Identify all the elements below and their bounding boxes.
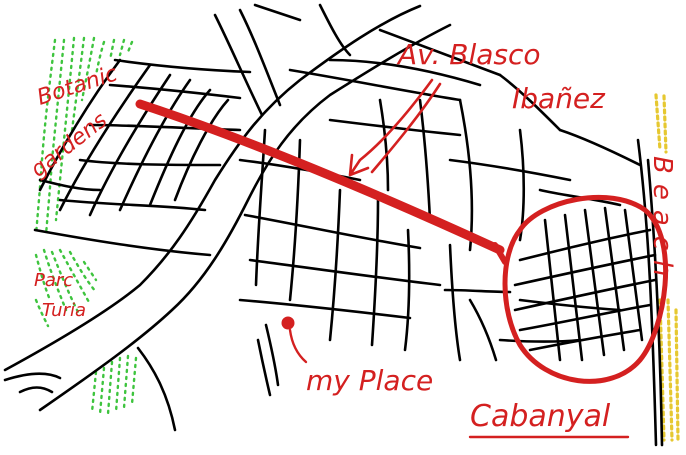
label-botanic-line2: gardens <box>26 108 112 183</box>
annotations <box>135 78 669 439</box>
vegetation-botanic-gardens <box>34 36 134 237</box>
label-beach: Beach <box>647 156 677 287</box>
label-park-line1: Parc <box>34 270 73 291</box>
street-network <box>3 3 664 447</box>
vegetation-river-bank <box>90 354 138 416</box>
avenue-highlight <box>135 99 505 255</box>
label-avenue-line2: Ibañez <box>512 82 606 115</box>
beach-sand <box>654 93 680 442</box>
label-park-line2: Turia <box>42 300 86 321</box>
my-place-marker-icon <box>281 316 295 330</box>
label-avenue-line1: Av. Blasco <box>396 38 541 71</box>
avenue-arrow-icon <box>348 78 434 177</box>
label-my-place: my Place <box>306 364 433 397</box>
label-cabanyal: Cabanyal <box>470 399 611 434</box>
vegetation-parc-turia <box>34 248 98 328</box>
cabanyal-circle <box>502 194 669 384</box>
label-botanic-line1: Botanic <box>34 61 120 110</box>
